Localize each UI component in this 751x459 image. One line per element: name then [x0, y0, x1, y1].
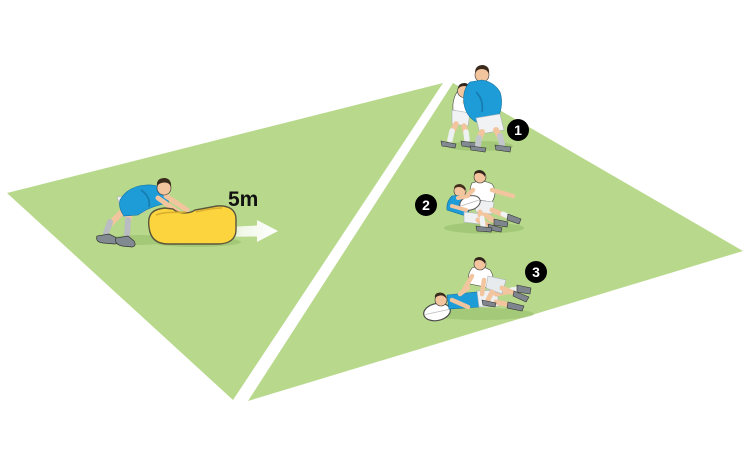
- distance-label: 5m: [228, 188, 259, 211]
- scene-2-going-to-ground: [446, 170, 522, 233]
- bag-pusher-player: [96, 178, 190, 248]
- scene-3-ball-placement: [423, 257, 532, 322]
- scene-1-standing-tackle: [440, 65, 512, 153]
- step-1-badge: 1: [507, 119, 529, 141]
- step-3-badge: 3: [525, 261, 547, 283]
- tackle-bag-icon: [147, 205, 237, 245]
- step-2-badge: 2: [415, 194, 437, 216]
- right-field-triangle: [248, 83, 743, 401]
